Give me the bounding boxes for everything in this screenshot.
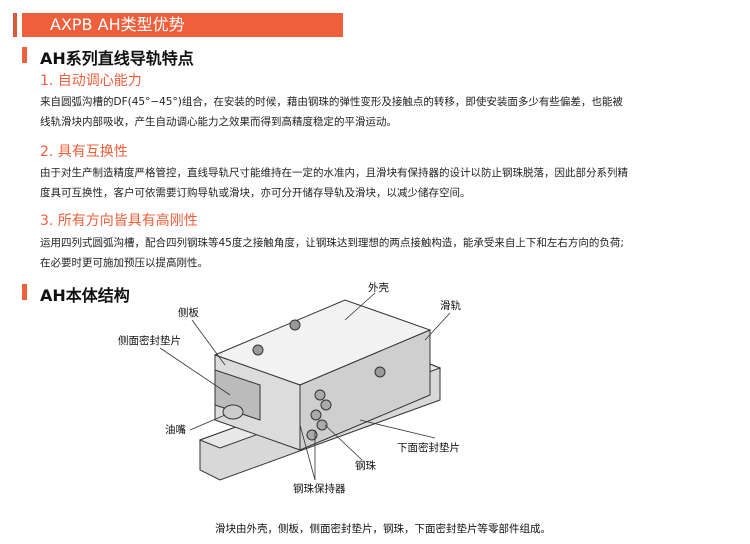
features-heading: AH系列直线导轨特点 — [40, 49, 194, 68]
label-shell: 外壳 — [368, 282, 389, 294]
feature-title: 2. 具有互换性 — [40, 144, 128, 160]
structure-heading: AH本体结构 — [40, 286, 130, 305]
structure-caption: 滑块由外壳，侧板，侧面密封垫片，钢珠，下面密封垫片等零部件组成。 — [215, 523, 551, 535]
feature-text: 由于对生产制造精度严格管控，直线导轨尺寸能维持在一定的水准内，且滑块有保持器的设… — [40, 167, 628, 199]
feature-text: 来自圆弧沟槽的DF(45°−45°)组合，在安装的时候，藉由钢珠的弹性变形及接触… — [40, 96, 623, 128]
heading-bar — [22, 47, 27, 63]
label-end-plate: 侧板 — [178, 307, 199, 319]
feature-title: 3. 所有方向皆具有高刚性 — [40, 213, 198, 229]
feature-text: 运用四列式圆弧沟槽，配合四列钢珠等45度之接触角度，让钢珠达到理想的两点接触构造… — [40, 237, 624, 269]
label-retainer: 钢珠保持器 — [293, 483, 346, 495]
feature-title: 1. 自动调心能力 — [40, 73, 142, 89]
label-rail: 滑轨 — [440, 300, 461, 312]
label-end-seal: 侧面密封垫片 — [118, 335, 181, 347]
label-ball: 钢珠 — [355, 460, 376, 472]
label-grease-nipple: 油嘴 — [165, 424, 186, 436]
label-bottom-seal: 下面密封垫片 — [397, 442, 460, 454]
banner-stripe — [13, 13, 17, 37]
heading-bar — [22, 284, 27, 300]
banner-title: AXPB AH类型优势 — [22, 13, 343, 37]
